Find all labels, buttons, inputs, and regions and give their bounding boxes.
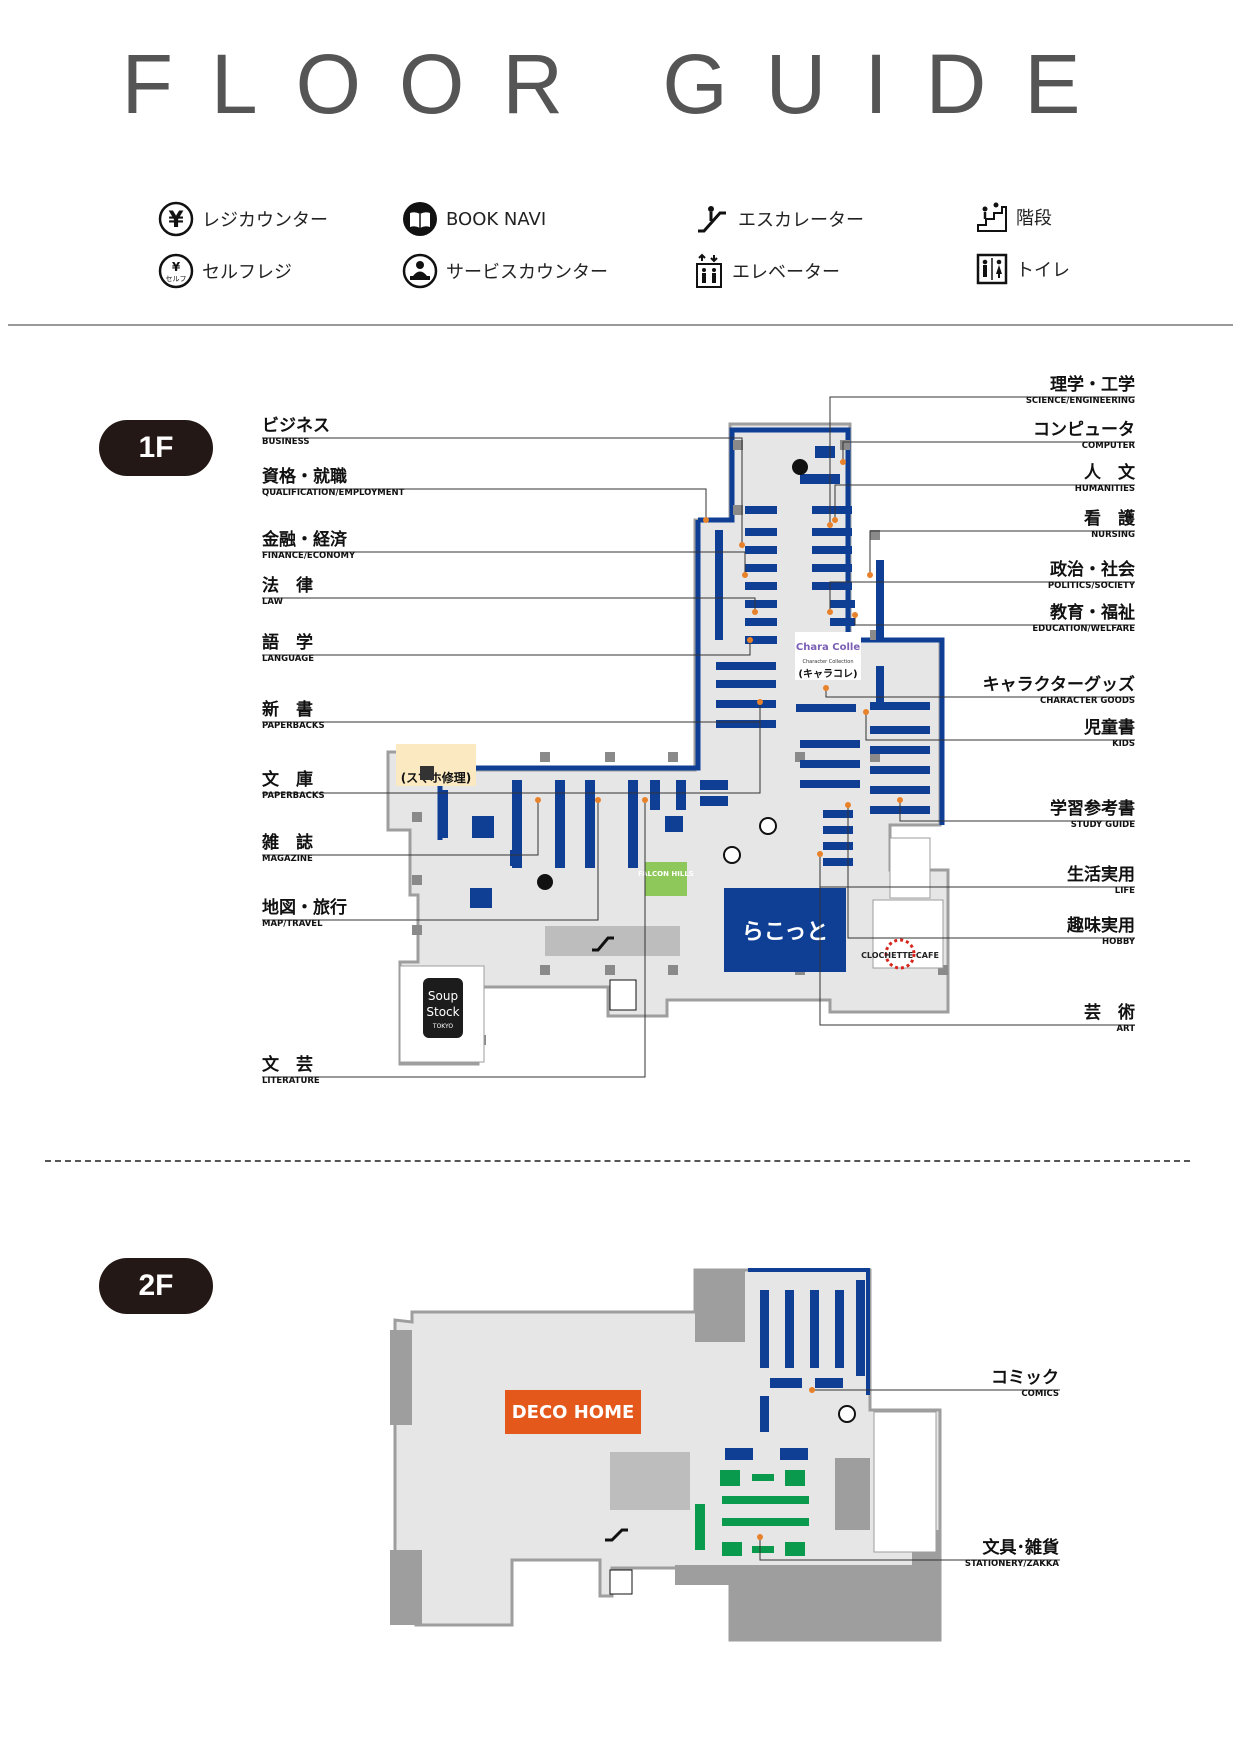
2f-leader-dots [757,1387,815,1540]
toilet-icon [976,253,1008,285]
legend-label: セルフレジ [202,262,292,283]
1f-register-icon [759,817,777,835]
escalator-icon [698,206,726,233]
2f-escalator-area [610,1452,690,1510]
1f-booknavi-icon [792,459,808,475]
deco-home-label: DECO HOME [512,1402,635,1423]
1f-shelves [440,446,930,908]
floor-badge-2f: 2F [99,1258,213,1314]
1f-escalator-area [545,926,680,956]
2f-stationery-shelves [695,1470,809,1556]
legend-item-escalator: エスカレーター [694,201,864,237]
chara-colle-logo: Chara Colle [796,642,860,653]
repair-icon [420,766,434,780]
2f-blue-wall [748,1268,870,1395]
1f-elevator-icon [609,979,637,1011]
svg-text:¥: ¥ [172,260,181,274]
1f-service-icon [723,846,741,864]
phone-repair-label: (スマホ修理) [401,770,472,785]
svg-text:セルフ: セルフ [166,275,187,283]
soup-label-1: Soup [428,989,458,1003]
legend-item-service: サービスカウンター [402,253,608,289]
falcon-hills-area [645,862,687,896]
legend-item-register: ¥ レジカウンター [158,201,328,237]
legend-label: BOOK NAVI [446,208,547,230]
legend-item-elevator: エレベーター [694,253,840,289]
legend-item-self-register: ¥セルフ セルフレジ [158,253,292,289]
rakotto-area [724,888,846,972]
floor-divider [45,1160,1190,1162]
book-navi-icon [403,202,437,236]
stairs-icon [977,202,1007,232]
2f-stairs-toilet-area [873,1411,937,1553]
legend-item-booknavi: BOOK NAVI [402,201,546,237]
1f-leader-lines [262,396,1135,1078]
self-register-icon: ¥セルフ [158,253,194,289]
legend-label: レジカウンター [202,210,328,231]
deco-home-area [505,1390,641,1434]
1f-stairs-area [889,837,931,899]
page-title: FLOOR GUIDE [121,37,1119,131]
svg-text:¥: ¥ [168,208,184,233]
2f-walls [390,1270,940,1640]
legend-label: エスカレーター [738,210,864,231]
rakotto-label: らこっと [742,920,828,945]
legend-item-stairs: 階段 [976,201,1052,233]
clochette-label: CLOCHETTE CAFE [861,951,939,960]
elevator-icon [696,253,722,288]
floor-badge-1f: 1F [99,420,213,476]
legend-label: 階段 [1016,208,1052,229]
legend-label: エレベーター [732,262,840,283]
clochette-area [872,899,944,969]
soup-label-2: Stock [426,1005,459,1019]
2f-escalator-icon [605,1528,628,1542]
chara-colle-area [795,632,861,680]
falcon-hills-label: FALCON HILLS [638,870,694,878]
2f-elevator-icon [609,1569,633,1595]
2f-register-icon [838,1405,856,1423]
chara-colle-sub: Character Collection [802,659,853,665]
1f-escalator-icon [592,936,614,952]
2f-leader-lines [759,1389,1060,1561]
1f-booknavi-icon-2 [537,874,553,890]
2f-shelves [725,1280,865,1460]
legend-label: サービスカウンター [446,262,608,283]
legend-label: トイレ [1016,260,1070,281]
yen-register-icon: ¥ [158,201,194,237]
1f-blue-wall [698,427,945,825]
chara-colle-jp: (キャラコレ) [798,668,857,680]
1f-phone-repair-area [396,744,476,786]
1f-leader-dots [535,459,903,857]
header-divider [8,324,1233,326]
soup-label-3: TOKYO [432,1023,453,1030]
service-counter-icon [402,253,438,289]
legend-item-toilet: トイレ [976,253,1070,285]
